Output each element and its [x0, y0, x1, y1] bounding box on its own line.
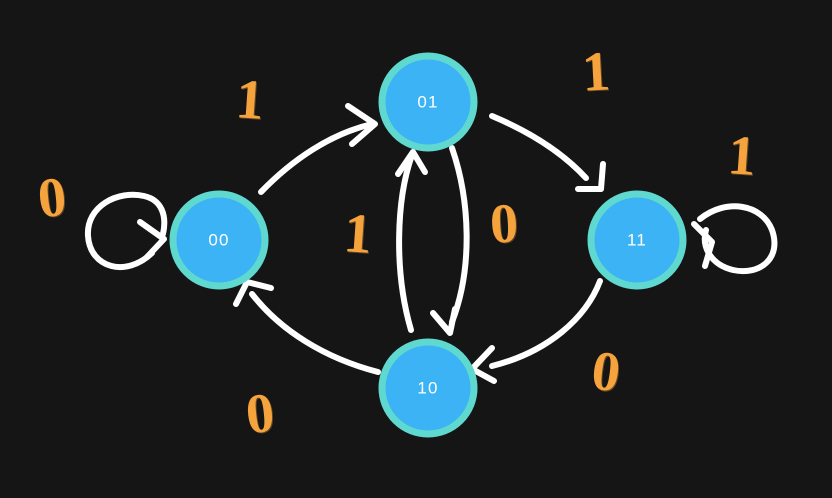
edge-label-01-to-11: 1: [580, 40, 612, 104]
edge-label-01-to-10: 0: [488, 192, 520, 256]
state-node-01[interactable]: 01: [378, 52, 478, 152]
edge-label-11-self-loop: 1: [725, 124, 759, 188]
edge-11-to-11-self-loop[interactable]: [691, 203, 778, 275]
edge-10-to-00-curve[interactable]: [233, 279, 381, 375]
edge-10-to-01-curve[interactable]: [395, 149, 428, 333]
edge-11-to-10-curve[interactable]: [469, 278, 603, 384]
edge-label-00-to-01: 1: [233, 68, 267, 132]
edge-01-to-11-curve[interactable]: [489, 113, 606, 192]
state-node-10-label: 10: [417, 378, 438, 397]
state-node-01-label: 01: [417, 92, 438, 111]
state-node-11[interactable]: 11: [587, 190, 687, 290]
state-node-11-label: 11: [627, 230, 647, 249]
edge-label-10-to-01: 1: [341, 202, 375, 266]
edge-01-to-10-curve[interactable]: [430, 145, 470, 336]
edge-00-to-00-self-loop[interactable]: [84, 191, 168, 271]
state-node-10[interactable]: 10: [378, 338, 478, 438]
state-node-00[interactable]: 00: [169, 190, 269, 290]
state-node-00-label: 00: [208, 230, 229, 249]
edge-label-10-to-00: 0: [242, 381, 278, 447]
edge-00-to-01-curve[interactable]: [258, 103, 378, 195]
edge-label-00-self-loop: 0: [34, 165, 70, 231]
